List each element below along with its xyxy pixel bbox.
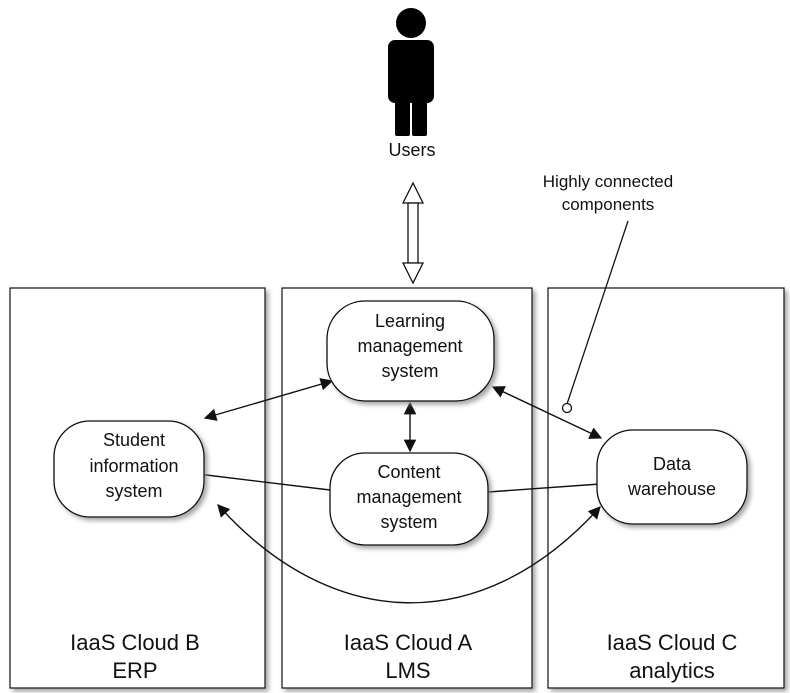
dw-line2: warehouse <box>627 479 716 499</box>
arrow-lms-sis <box>203 378 334 421</box>
connector-sis-cms <box>197 473 331 491</box>
component-cms[interactable]: Content management system <box>329 452 489 546</box>
lms-line1: Learning <box>375 311 445 331</box>
person-icon <box>388 8 434 136</box>
component-lms[interactable]: Learning management system <box>326 300 495 402</box>
dw-line1: Data <box>653 454 692 474</box>
lms-line2: management <box>357 336 462 356</box>
annotation-pointer-dot <box>561 402 573 414</box>
annotation-line1: Highly connected <box>543 172 673 191</box>
connector-cms-dw <box>487 483 601 493</box>
cms-line2: management <box>356 487 461 507</box>
arrow-lms-dw <box>491 386 603 439</box>
cloud-a-line1: IaaS Cloud A <box>344 630 473 655</box>
cloud-a-line2: LMS <box>385 658 430 683</box>
cloud-c-line2: analytics <box>629 658 715 683</box>
arrow-sis-dw-curve <box>217 504 601 604</box>
cloud-c-line1: IaaS Cloud C <box>607 630 738 655</box>
cloud-b-line1: IaaS Cloud B <box>70 630 200 655</box>
sis-line1: Student <box>103 430 165 450</box>
cloud-b-line2: ERP <box>112 658 157 683</box>
component-sis[interactable]: Student information system <box>53 420 205 518</box>
annotation-pointer <box>566 220 629 405</box>
component-dw[interactable]: Data warehouse <box>596 429 748 525</box>
users-double-arrow <box>401 181 425 285</box>
users-label: Users <box>388 140 435 160</box>
lms-line3: system <box>381 361 438 381</box>
annotation-line2: components <box>562 195 655 214</box>
cms-line3: system <box>380 512 437 532</box>
cms-line1: Content <box>377 462 440 482</box>
connectors <box>197 378 603 604</box>
sis-line2: information <box>89 456 178 476</box>
sis-line3: system <box>105 481 162 501</box>
